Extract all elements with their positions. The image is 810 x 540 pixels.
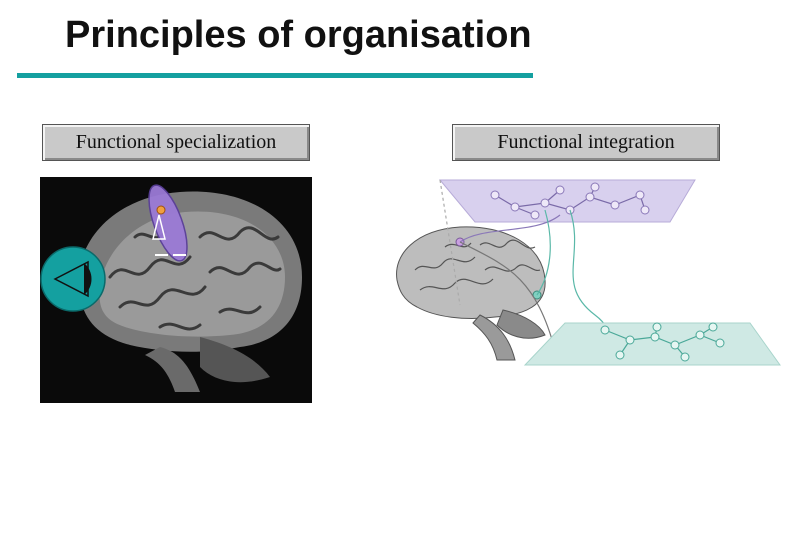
brain-photo-icon	[78, 191, 302, 392]
eye-icon	[40, 246, 106, 312]
title-underline	[17, 73, 533, 78]
active-region-highlight-icon	[148, 184, 188, 262]
slide-title: Principles of organisation	[65, 14, 532, 56]
integration-figure	[385, 175, 785, 375]
network-graph-top-icon	[438, 179, 696, 223]
specialization-figure	[40, 177, 312, 403]
functional-integration-label: Functional integration	[452, 124, 720, 161]
functional-specialization-label: Functional specialization	[42, 124, 310, 161]
brain-illustration-icon	[396, 226, 546, 361]
network-graph-bottom-icon	[523, 322, 781, 366]
